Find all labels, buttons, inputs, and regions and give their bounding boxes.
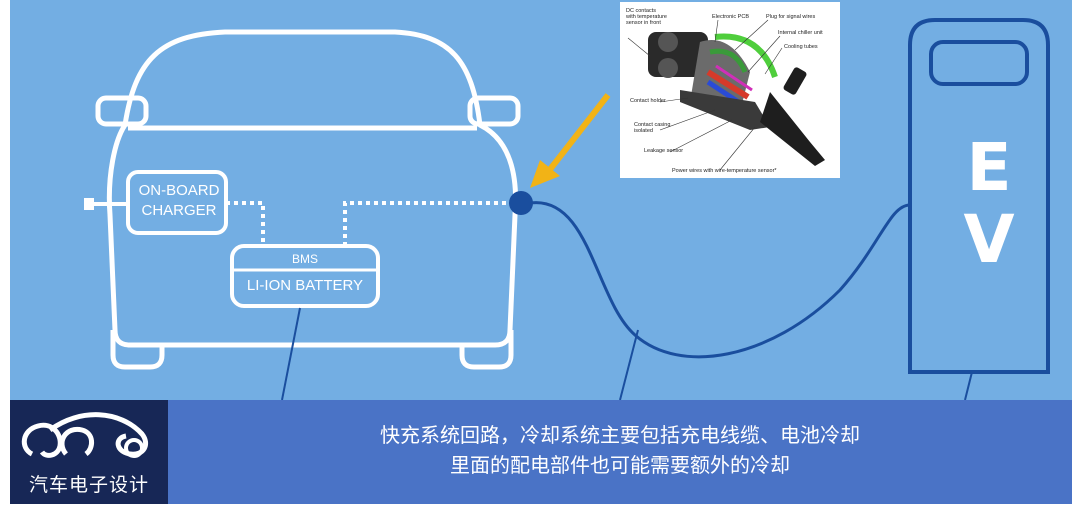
callout-line: Contact casing <box>634 122 671 128</box>
car-left-wheel <box>110 330 165 370</box>
callout-electronic-pcb: Electronic PCB <box>712 14 749 20</box>
charging-station-screen <box>929 40 1029 86</box>
onboard-charger-label: ON-BOARD CHARGER <box>138 181 220 221</box>
charger-to-battery-wire <box>226 201 265 246</box>
charging-station-body <box>908 18 1050 374</box>
dc-charging-port <box>509 191 533 215</box>
callout-signal-plug: Plug for signal wires <box>766 14 816 20</box>
callout-chiller-unit: Internal chiller unit <box>778 30 823 36</box>
car-left-mirror <box>95 95 149 127</box>
battery-box <box>230 244 380 308</box>
battery-to-inlet-wire <box>343 201 516 246</box>
station-leader-line <box>964 371 973 400</box>
callout-line: with temperature <box>626 14 667 20</box>
battery-label: LI-ION BATTERY <box>246 277 364 294</box>
onboard-charger-label-line1: ON-BOARD <box>138 182 220 199</box>
connector-cutaway-photo: DC contacts with temperature sensor in f… <box>620 2 840 178</box>
car-right-wheel <box>459 330 514 370</box>
cable-leader-line <box>619 329 639 400</box>
callout-arrow-shaft <box>545 93 611 174</box>
callout-dc-contacts: DC contacts with temperature sensor in f… <box>626 8 667 26</box>
caption-bar <box>10 400 1072 504</box>
brand-name: 汽车电子设计 <box>28 474 149 496</box>
ev-label-e: E <box>966 129 1012 206</box>
caption-line-2: 里面的配电部件也可能需要额外的冷却 <box>450 453 790 477</box>
ac-inlet <box>84 198 94 210</box>
diagram-canvas: ON-BOARD CHARGER BMS LI-ION BATTERY E V <box>10 0 1072 400</box>
callout-arrow-head <box>530 160 560 188</box>
connector-illustration <box>627 19 825 171</box>
brand-logo: 汽车电子设计 <box>10 400 168 504</box>
car-right-mirror <box>467 95 521 127</box>
bms-label: BMS <box>291 252 318 266</box>
callout-cooling-tubes: Cooling tubes <box>784 44 818 50</box>
callout-line: sensor in front <box>626 20 661 26</box>
callout-leakage-sensor: Leakage sensor <box>644 148 684 154</box>
ev-label: E V <box>954 132 1024 276</box>
callout-line: DC contacts <box>626 8 656 14</box>
caption-line-1: 快充系统回路，冷却系统主要包括充电线缆、电池冷却 <box>380 423 860 447</box>
callout-line: isolated <box>634 128 653 134</box>
charging-cable <box>529 201 911 359</box>
ev-label-v: V <box>963 201 1015 278</box>
caption-text: 快充系统回路，冷却系统主要包括充电线缆、电池冷却 里面的配电部件也可能需要额外的… <box>168 420 1072 480</box>
battery-leader-line <box>281 307 301 400</box>
diagram-graphic <box>84 18 1050 400</box>
callout-power-wires: Power wires with wire-temperature sensor… <box>672 168 777 174</box>
callout-contact-casing: Contact casing isolated <box>634 122 670 134</box>
onboard-charger-label-line2: CHARGER <box>141 202 217 219</box>
callout-contact-holder: Contact holder <box>630 98 666 104</box>
brand-mark-icon <box>21 412 148 458</box>
